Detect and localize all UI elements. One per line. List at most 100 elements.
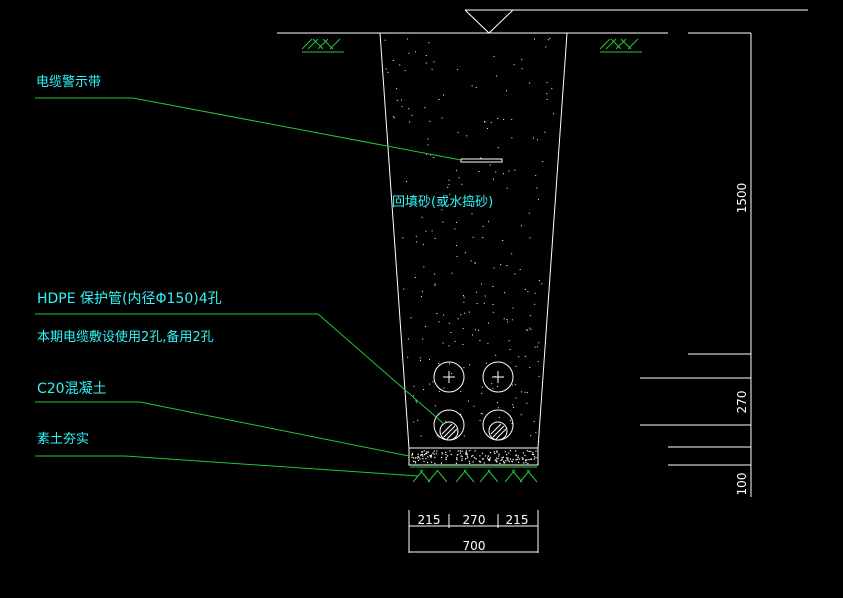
concrete-aggregate — [499, 462, 501, 464]
concrete-aggregate — [508, 452, 510, 454]
sand-speckle — [521, 68, 523, 70]
sand-speckle — [507, 321, 508, 323]
concrete-aggregate — [426, 451, 428, 453]
sand-speckle — [462, 344, 464, 345]
concrete-aggregate — [526, 450, 529, 452]
concrete-aggregate — [472, 455, 474, 457]
sand-speckle — [404, 70, 406, 72]
sand-speckle — [481, 283, 482, 285]
concrete-aggregate — [417, 453, 419, 455]
concrete-aggregate — [508, 460, 510, 463]
sand-speckle — [438, 390, 440, 392]
concrete-aggregate — [481, 452, 484, 454]
concrete-base — [408, 447, 539, 466]
sand-speckle — [438, 99, 440, 100]
concrete-aggregate — [495, 460, 497, 462]
concrete-aggregate — [488, 459, 490, 461]
concrete-aggregate — [498, 453, 500, 455]
cable-pipe-right — [482, 409, 514, 441]
sand-speckle — [472, 334, 473, 336]
concrete-aggregate — [527, 463, 529, 465]
sand-speckle — [508, 340, 510, 342]
concrete-aggregate — [509, 450, 511, 452]
sand-speckle — [469, 364, 470, 366]
sand-speckle — [420, 435, 422, 437]
sand-speckle — [413, 421, 415, 423]
sand-speckle — [551, 88, 553, 90]
sand-speckle — [506, 187, 508, 189]
concrete-aggregate — [515, 459, 517, 461]
concrete-aggregate — [465, 452, 467, 454]
sand-speckle — [441, 117, 443, 119]
concrete-aggregate — [445, 451, 447, 453]
sand-speckle — [425, 62, 427, 64]
concrete-aggregate — [495, 459, 497, 461]
concrete-label: C20混凝土 — [37, 381, 107, 397]
sand-speckle — [424, 107, 426, 109]
sand-speckle — [425, 230, 427, 232]
concrete-aggregate — [434, 462, 436, 464]
concrete-aggregate — [503, 460, 505, 462]
sand-speckle — [534, 38, 535, 40]
concrete-aggregate — [489, 457, 491, 459]
concrete-aggregate — [502, 456, 504, 458]
sand-speckle — [415, 51, 417, 53]
concrete-aggregate — [479, 461, 481, 463]
sand-speckle — [409, 203, 411, 205]
sand-speckle — [460, 390, 462, 392]
concrete-aggregate — [505, 460, 507, 462]
concrete-aggregate — [435, 453, 437, 455]
sand-speckle — [530, 328, 532, 330]
sand-speckle — [401, 99, 402, 101]
concrete-aggregate — [469, 462, 471, 464]
sand-speckle — [493, 267, 495, 269]
concrete-aggregate — [414, 457, 416, 459]
sand-speckle — [411, 114, 413, 116]
concrete-aggregate — [535, 450, 537, 452]
concrete-aggregate — [460, 455, 462, 457]
sand-speckle — [533, 420, 535, 422]
sand-speckle — [497, 118, 499, 120]
sand-speckle — [546, 99, 548, 100]
concrete-aggregate — [450, 453, 452, 455]
sand-speckle — [457, 318, 459, 320]
concrete-aggregate — [507, 457, 509, 459]
sand-speckle — [455, 170, 457, 172]
concrete-aggregate — [474, 450, 476, 452]
sand-speckle — [481, 386, 483, 388]
concrete-aggregate — [422, 455, 424, 457]
concrete-aggregate — [496, 451, 498, 453]
sand-speckle — [511, 137, 513, 139]
sand-speckle — [509, 349, 511, 350]
sand-speckle — [534, 346, 536, 348]
sand-speckle — [445, 420, 447, 422]
sand-speckle — [468, 311, 470, 313]
sand-speckle — [402, 237, 404, 239]
concrete-aggregate — [465, 451, 467, 453]
sand-speckle — [482, 225, 484, 227]
sand-speckle — [538, 280, 540, 281]
sand-speckle — [420, 296, 422, 298]
sand-speckle — [502, 240, 504, 241]
concrete-aggregate — [515, 455, 517, 457]
sand-speckle — [527, 291, 529, 292]
sand-speckle — [434, 237, 436, 239]
sand-speckle — [415, 400, 417, 402]
ground-level-symbol — [464, 9, 808, 34]
dim-width-total: 700 — [463, 539, 486, 553]
concrete-aggregate — [512, 458, 514, 461]
sand-speckle — [512, 307, 514, 309]
sand-speckle — [514, 169, 516, 171]
concrete-aggregate — [524, 454, 526, 457]
sand-speckle — [417, 419, 419, 421]
sand-speckle — [460, 413, 462, 415]
concrete-aggregate — [449, 450, 451, 452]
concrete-aggregate — [494, 452, 496, 455]
concrete-aggregate — [440, 456, 443, 459]
sand-speckle — [401, 106, 403, 108]
sand-speckle — [491, 383, 493, 385]
sand-speckle — [530, 435, 532, 437]
concrete-aggregate — [500, 459, 502, 461]
sand-speckle — [384, 39, 386, 41]
sand-speckle — [408, 52, 410, 54]
